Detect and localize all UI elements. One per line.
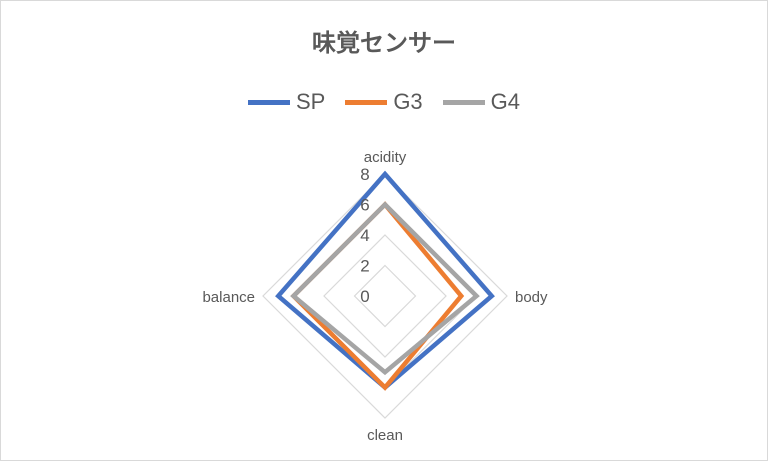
grid-ring	[262, 173, 508, 419]
legend-label: SP	[295, 89, 326, 114]
grid-ring	[353, 264, 417, 328]
legend-label: G3	[393, 89, 423, 114]
legend-item-sp: SP	[247, 89, 326, 115]
tick-label: 8	[360, 165, 369, 184]
legend-item-g4: G4	[442, 89, 521, 115]
axis-label-clean: clean	[367, 427, 403, 444]
legend: SP G3 G4	[1, 89, 767, 115]
tick-label: 2	[360, 257, 369, 276]
grid-ring	[292, 203, 478, 389]
axis-label-balance: balance	[202, 289, 255, 306]
tick-label: 4	[360, 226, 369, 245]
series-g4	[290, 201, 480, 376]
legend-item-g3: G3	[345, 89, 423, 115]
legend-swatch	[345, 99, 388, 105]
tick-label: 6	[360, 196, 369, 215]
tick-label: 0	[360, 287, 369, 306]
legend-swatch	[442, 99, 485, 105]
grid-ring	[323, 234, 447, 358]
legend-label: G4	[490, 89, 521, 114]
axis-label-body: body	[515, 289, 548, 306]
axis-label-acidity: acidity	[364, 149, 407, 166]
chart-title: 味覚センサー	[312, 29, 456, 57]
legend-swatch	[247, 99, 290, 105]
